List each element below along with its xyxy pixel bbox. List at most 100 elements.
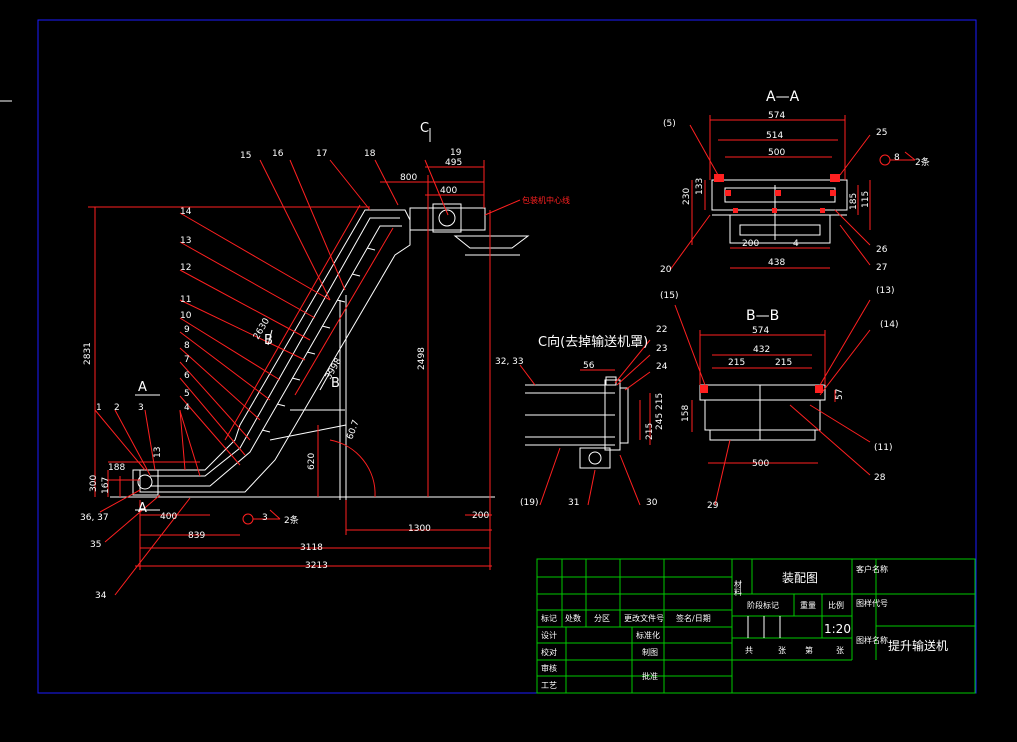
- callout-34: 34: [95, 591, 107, 601]
- bb-callout-14: (14): [880, 320, 898, 330]
- aa-dim-185: 185: [849, 193, 859, 210]
- dim-2498: 2498: [417, 347, 427, 370]
- section-aa-title: A—A: [766, 89, 800, 105]
- tb-sheet-total-label: 共: [745, 646, 753, 655]
- drawing-frame: [37, 19, 977, 694]
- callout-5: 5: [184, 389, 190, 399]
- dim-1300: 1300: [408, 524, 431, 534]
- callout-1: 1: [96, 403, 102, 413]
- section-mark-b-left: B: [264, 333, 273, 348]
- tb-drawing-name-label: 图样名称: [856, 635, 888, 645]
- callout-17: 17: [316, 149, 327, 159]
- callout-13: 13: [180, 236, 191, 246]
- callout-15: 15: [240, 151, 251, 161]
- tb-sheet-number-label: 第: [805, 645, 813, 655]
- callout-2: 2: [114, 403, 120, 413]
- aa-dim-200: 200: [742, 239, 759, 249]
- tb-row-approve: 批准: [642, 671, 658, 681]
- bb-callout-11: (11): [874, 443, 892, 453]
- aa-callout-25: 25: [876, 128, 887, 138]
- weld-symbol-count: 2条: [284, 514, 299, 526]
- callout-18: 18: [364, 149, 376, 159]
- tb-row-review: 审核: [541, 663, 557, 673]
- tb-row-drafting: 制图: [642, 647, 658, 657]
- dim-400-top: 400: [440, 186, 457, 196]
- title-block: 材料 装配图 客户名称 阶段标记 重量 比例 1:20 图样代号 图样名称 提升…: [536, 558, 976, 694]
- tb-scale-value: 1:20: [824, 622, 851, 636]
- section-mark-c: C: [420, 121, 429, 136]
- bb-dim-215-left: 215: [728, 358, 745, 368]
- c-callout-24: 24: [656, 362, 668, 372]
- dim-3118: 3118: [300, 543, 323, 553]
- dim-620: 620: [307, 453, 317, 470]
- c-dim-215-b: 215: [655, 393, 665, 410]
- aa-weld-count: 2条: [915, 156, 930, 168]
- dim-angle: 60.7: [345, 419, 361, 441]
- dim-2831: 2831: [83, 342, 93, 365]
- c-callout-22: 22: [656, 325, 667, 335]
- bb-dim-574: 574: [752, 326, 769, 336]
- callout-36-37: 36, 37: [80, 513, 109, 523]
- dim-300: 300: [89, 475, 99, 492]
- aa-dim-574: 574: [768, 111, 785, 121]
- callout-35: 35: [90, 540, 101, 550]
- tb-drawing-name: 提升输送机: [888, 638, 948, 653]
- dim-13: 13: [153, 447, 163, 458]
- aa-callout-20: 20: [660, 265, 672, 275]
- section-bb-title: B—B: [746, 308, 779, 324]
- callout-19: 19: [450, 148, 462, 158]
- bb-callout-13: (13): [876, 286, 894, 296]
- section-mark-b-right: B: [331, 376, 340, 391]
- dim-3213: 3213: [305, 561, 328, 571]
- aa-dim-133: 133: [695, 178, 705, 195]
- bb-dim-432: 432: [753, 345, 770, 355]
- callout-7: 7: [184, 355, 190, 365]
- dim-495: 495: [445, 158, 462, 168]
- aa-dim-438: 438: [768, 258, 785, 268]
- tb-header-sign-date: 签名/日期: [676, 613, 711, 623]
- dim-800: 800: [400, 173, 417, 183]
- tb-drawing-type: 装配图: [782, 571, 818, 585]
- bb-dim-215-right: 215: [775, 358, 792, 368]
- tb-drawing-no-label: 图样代号: [856, 598, 888, 608]
- aa-dim-4: 4: [793, 239, 799, 249]
- section-bb-view: B—B 574 432 215 215 158 57 500 (15) (13)…: [660, 286, 898, 511]
- aa-dim-115: 115: [861, 191, 871, 208]
- section-mark-a-bottom: A: [138, 501, 147, 516]
- callout-6: 6: [184, 371, 190, 381]
- weld-symbol-3: 3: [262, 513, 268, 523]
- tb-material-label: 材料: [734, 579, 743, 597]
- aa-dim-514: 514: [766, 131, 783, 141]
- aa-callout-5: (5): [663, 119, 676, 129]
- view-c-title: C向(去掉输送机罩): [538, 334, 648, 350]
- callout-9: 9: [184, 325, 190, 335]
- section-mark-a-top: A: [138, 380, 147, 395]
- callout-12: 12: [180, 263, 191, 273]
- bb-dim-158: 158: [681, 405, 691, 422]
- c-dim-215-a: 215: [645, 423, 655, 440]
- tb-header-mark: 标记: [541, 613, 557, 623]
- tb-row-process: 工艺: [541, 681, 557, 690]
- tb-row-design: 设计: [541, 630, 557, 640]
- callout-8: 8: [184, 341, 190, 351]
- section-aa-view: A—A 574 514 500 230 133 185 115 200 4 43…: [660, 89, 930, 275]
- tb-phase-label: 阶段标记: [747, 600, 779, 610]
- c-dim-56: 56: [583, 361, 595, 371]
- aa-callout-26: 26: [876, 245, 888, 255]
- bb-dim-57: 57: [835, 389, 845, 400]
- callout-11: 11: [180, 295, 191, 305]
- callout-10: 10: [180, 311, 192, 321]
- bb-dim-500: 500: [752, 459, 769, 469]
- tb-row-standardize: 标准化: [636, 630, 660, 640]
- tb-scale-label: 比例: [828, 600, 844, 610]
- callout-4: 4: [184, 403, 190, 413]
- callout-16: 16: [272, 149, 284, 159]
- aa-callout-27: 27: [876, 263, 887, 273]
- dim-200: 200: [472, 511, 489, 521]
- dim-3998: 3998: [324, 356, 344, 381]
- c-dim-245: 245: [655, 413, 665, 430]
- tb-sheet-unit-1: 张: [778, 646, 786, 655]
- callout-3: 3: [138, 403, 144, 413]
- packaging-machine-centerline-note: 包装机中心线: [522, 195, 570, 205]
